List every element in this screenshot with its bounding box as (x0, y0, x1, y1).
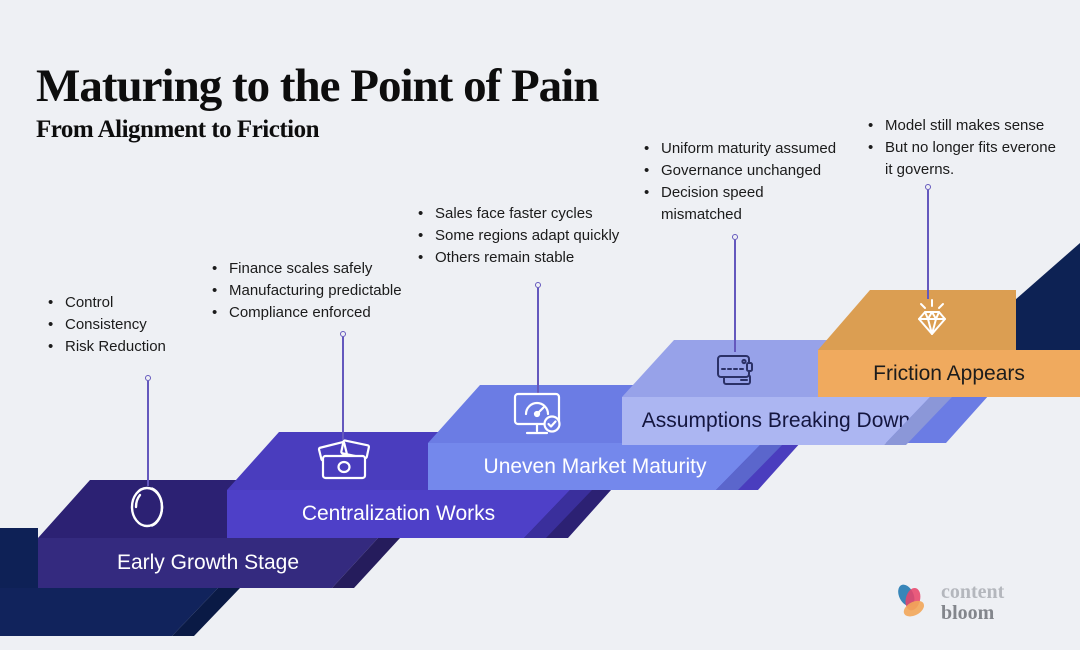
page-title: Maturing to the Point of Pain (36, 60, 599, 112)
dashboard-monitor-icon (509, 391, 567, 439)
step-label-band: Uneven Market Maturity (428, 443, 762, 490)
connector-line (535, 282, 541, 401)
logo-text-content: content (941, 581, 1005, 603)
bullet-item: But no longer fits everone it governs. (866, 137, 1066, 181)
connector-line (925, 184, 931, 299)
step-label: Early Growth Stage (116, 551, 300, 574)
bullet-item: Model still makes sense (866, 115, 1066, 137)
step-label-band: Assumptions Breaking Down (622, 397, 930, 445)
step-label-band: Centralization Works (227, 490, 570, 538)
bullet-item: Compliance enforced (210, 302, 440, 324)
bullet-item: Manufacturing predictable (210, 280, 440, 302)
logo: content bloom (893, 582, 1004, 624)
bullet-item: Risk Reduction (46, 336, 226, 358)
connector-line (145, 375, 151, 486)
coin-icon (120, 480, 178, 534)
bullet-list: Uniform maturity assumedGovernance uncha… (642, 138, 847, 226)
bullet-item: Others remain stable (416, 247, 646, 269)
bullet-item: Consistency (46, 314, 226, 336)
step-label: Friction Appears (873, 361, 1025, 385)
bullet-item: Some regions adapt quickly (416, 225, 646, 247)
navy-lower-step-top (0, 528, 38, 588)
bullet-list: ControlConsistencyRisk Reduction (46, 292, 226, 358)
page-subtitle: From Alignment to Friction (36, 116, 320, 143)
bullet-list: Sales face faster cyclesSome regions ada… (416, 203, 646, 269)
step-label-band: Early Growth Stage (38, 538, 378, 588)
navy-upper-step (1015, 243, 1080, 350)
logo-bloom-icon (893, 582, 931, 622)
bullet-list: Model still makes senseBut no longer fit… (866, 115, 1066, 181)
bullet-item: Decision speed mismatched (642, 182, 847, 226)
bullet-item: Sales face faster cycles (416, 203, 646, 225)
diamond-icon (908, 297, 956, 341)
wallet-icon (714, 351, 756, 391)
bullet-item: Governance unchanged (642, 160, 847, 182)
connector-line (340, 331, 346, 444)
step-label: Centralization Works (301, 502, 496, 525)
step-label: Uneven Market Maturity (483, 454, 707, 478)
logo-text-bloom: bloom (941, 602, 995, 624)
bullet-item: Uniform maturity assumed (642, 138, 847, 160)
bullet-list: Finance scales safelyManufacturing predi… (210, 258, 440, 324)
step-label: Assumptions Breaking Down (641, 409, 911, 432)
connector-line (732, 234, 738, 352)
bullet-item: Control (46, 292, 226, 314)
step-label-band: Friction Appears (818, 350, 1080, 397)
bullet-item: Finance scales safely (210, 258, 440, 280)
banknotes-icon (314, 436, 374, 486)
logo-wordmark: content bloom (941, 582, 1004, 624)
